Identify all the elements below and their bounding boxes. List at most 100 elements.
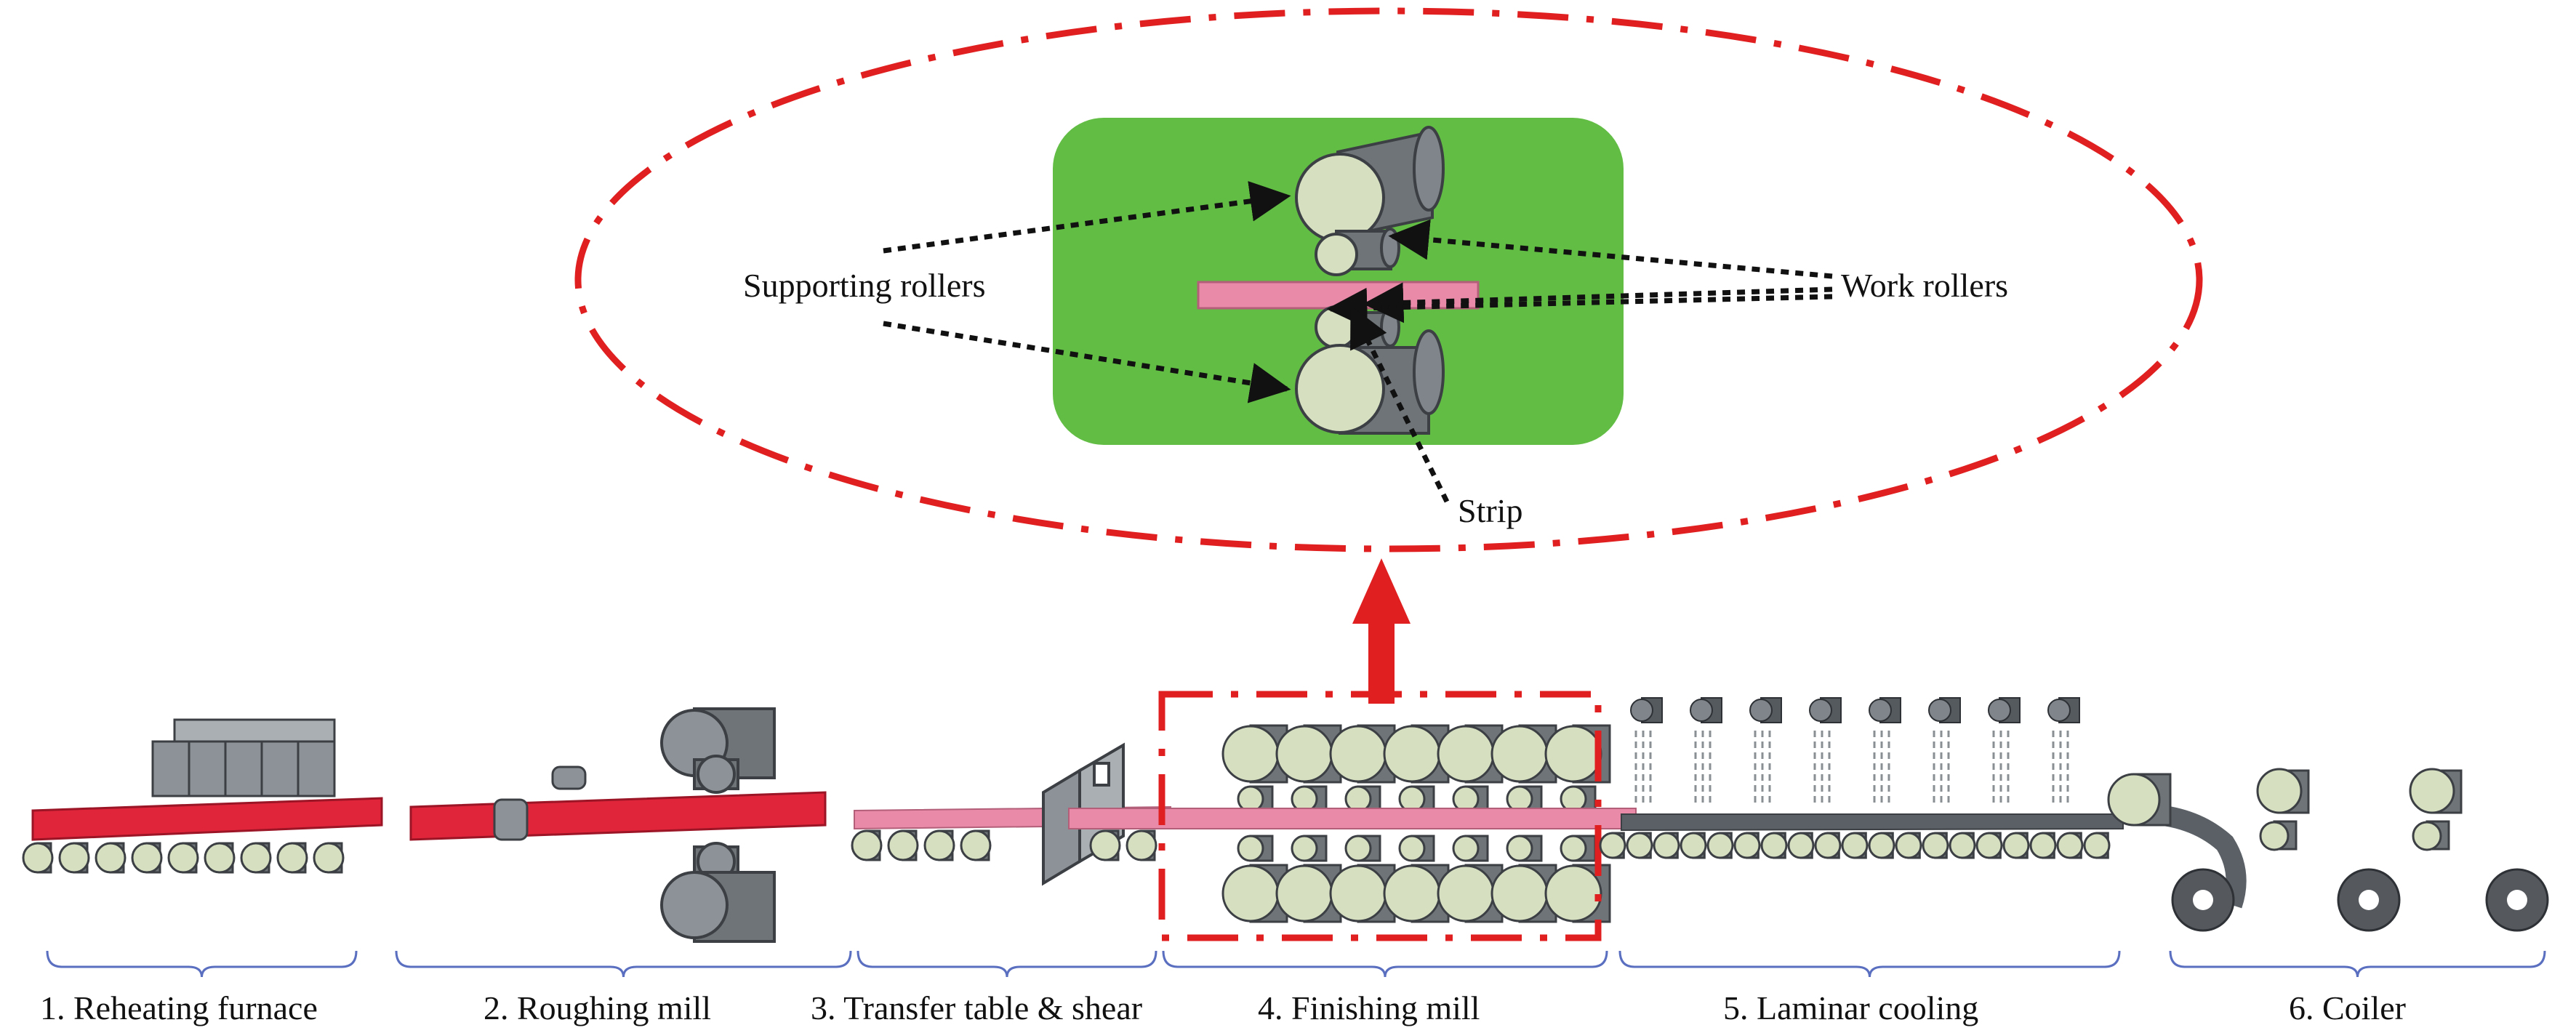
furnace-slab-stack [151,718,336,797]
upper-work-roller [1398,785,1435,813]
coiler-wrapper-rolls [2256,768,2463,851]
table-roller [95,842,127,874]
label-supporting-rollers: Supporting rollers [743,267,985,304]
callout-ellipse [574,7,2203,552]
edger-rollers [493,765,587,841]
cooling-header [2047,697,2080,807]
upper-backup-roller [1329,724,1396,784]
upper-backup-roller [1221,724,1288,784]
upper-work-roller [1344,785,1381,813]
cooling-header [1749,697,1782,807]
arrow-work-mid [1326,287,1833,329]
table-roller [2056,832,2084,859]
arrow-strip [1349,305,1450,503]
arrow-work-bottom [1363,282,1833,323]
table-roller [2002,832,2030,859]
table-roller [923,829,955,861]
cooling-header [1690,697,1722,807]
finishing-upper-stands [1221,724,1611,813]
lower-backup-roller [1329,864,1396,923]
roughing-stand [660,707,776,943]
table-roller [204,842,236,874]
upper-work-roller [1237,785,1274,813]
table-roller [1922,832,1949,859]
lower-work-roller [1560,835,1597,862]
table-roller [1706,832,1734,859]
table-roller [1814,832,1842,859]
table-roller [1626,832,1653,859]
finishing-highlight-box [1158,691,1602,941]
zoom-up-arrow [1352,558,1411,704]
lower-work-roller [1452,835,1489,862]
table-roller [1841,832,1869,859]
stage-brace [395,950,852,978]
stage-brace [1162,950,1608,978]
arrow-support-top [883,181,1291,254]
finishing-mill [1068,691,1637,941]
table-roller [1089,829,1121,861]
lower-work-roller [1237,835,1274,862]
arrow-support-bottom [883,321,1291,403]
cooling-header [1630,697,1663,807]
stage-label-transfer-table-shear: 3. Transfer table & shear [811,989,1142,1026]
table-roller [851,829,883,861]
top-work-roller [1315,228,1400,276]
cooling-headers [1630,697,2080,807]
stage-label-coiler: 6. Coiler [2289,989,2406,1026]
arrow-work-top [1388,219,1833,279]
lower-backup-roller [1544,864,1611,923]
lower-work-roller [1291,835,1328,862]
table-roller [240,842,272,874]
furnace-slab [31,797,383,841]
upper-backup-roller [1275,724,1342,784]
table-roller [131,842,163,874]
laminar-cooling [1621,697,2124,832]
cooling-header [1809,697,1842,807]
stage-brace [2169,950,2546,978]
upper-work-roller [1506,785,1543,813]
table-roller [58,842,90,874]
coiler [2107,768,2549,932]
table-roller [1787,832,1815,859]
stage-label-roughing-mill: 2. Roughing mill [483,989,711,1026]
lower-work-roller [1344,835,1381,862]
stage-braces [46,950,2546,978]
table-roller [167,842,199,874]
upper-work-roller [1452,785,1489,813]
bottom-supporting-roller [1295,329,1445,435]
table-roller [276,842,308,874]
table-roller [1949,832,1976,859]
table-roller [1868,832,1895,859]
table-roller [1733,832,1761,859]
roughing-slab [409,791,827,841]
bottom-work-roller [1315,305,1400,352]
finishing-strip [1068,808,1637,829]
table-roller [1680,832,1707,859]
stage-label-reheating-furnace: 1. Reheating furnace [40,989,318,1026]
upper-backup-roller [1544,724,1611,784]
callout-arrows [883,181,1833,503]
lower-backup-roller [1437,864,1504,923]
table-roller [313,842,345,874]
label-work-rollers: Work rollers [1841,267,2008,304]
lower-work-roller [1506,835,1543,862]
cooling-header [1869,697,1901,807]
reheating-furnace [31,718,383,841]
stage-brace [1618,950,2121,978]
table-roller [1760,832,1788,859]
cooling-header [1928,697,1961,807]
finishing-lower-stands [1221,835,1611,923]
upper-work-roller [1291,785,1328,813]
upper-work-roller [1560,785,1597,813]
table-roller [1126,829,1157,861]
table-roller [2083,832,2111,859]
lower-work-roller [1398,835,1435,862]
table-roller [1895,832,1922,859]
table-rollers [22,829,2111,874]
table-roller [1975,832,2003,859]
table-roller [1599,832,1626,859]
stage-brace [856,950,1157,978]
table-roller [22,842,54,874]
roughing-mill [409,707,827,943]
